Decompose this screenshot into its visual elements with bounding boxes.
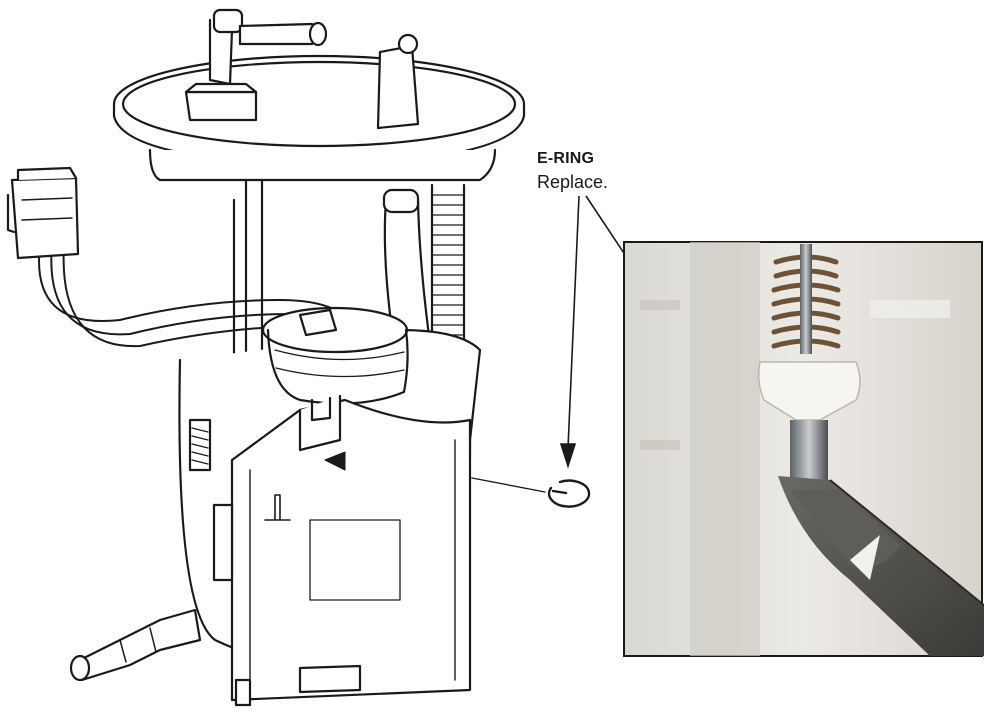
e-ring-icon	[547, 479, 591, 508]
inlet-pipe	[75, 608, 202, 682]
bottom-clip	[234, 678, 252, 707]
inset-photo-panel	[623, 241, 984, 657]
callout-title: E-RING	[537, 150, 595, 167]
front-shell	[230, 398, 472, 702]
vent-fitting	[376, 44, 420, 130]
fuel-pump-assembly	[6, 8, 546, 707]
flange-connector	[184, 90, 258, 122]
side-spring	[188, 418, 212, 472]
wire-harness	[38, 244, 351, 322]
ring-leader-line	[471, 477, 546, 493]
callout-instruction: Replace.	[537, 172, 609, 192]
